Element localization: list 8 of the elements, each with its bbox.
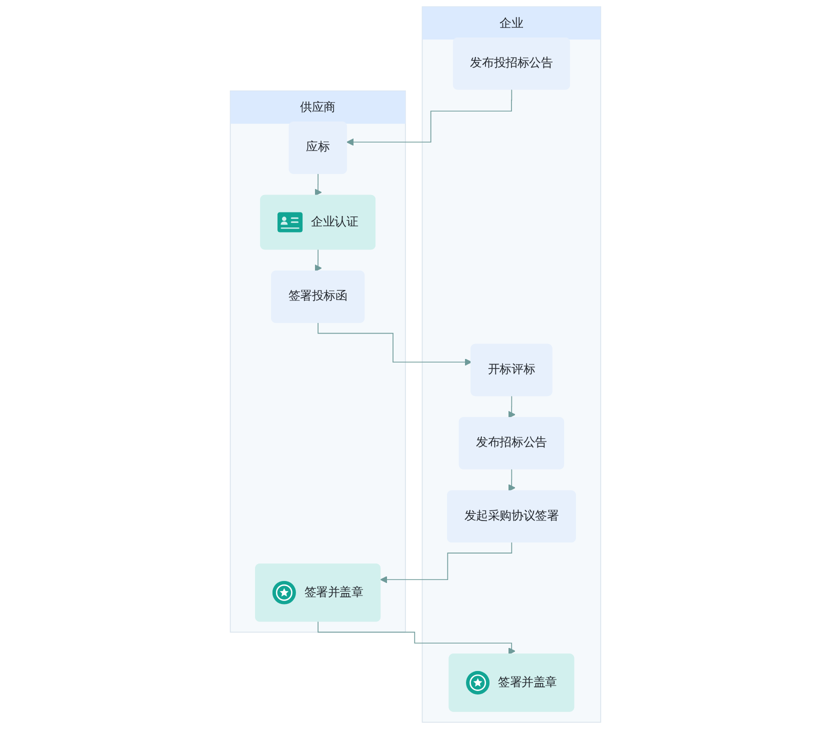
arrow (508, 468, 516, 492)
arrow (314, 249, 322, 272)
arrow (318, 322, 472, 366)
arrow (508, 396, 516, 418)
arrow (380, 542, 512, 584)
arrow (346, 89, 512, 146)
arrow (318, 621, 516, 655)
arrow (314, 173, 322, 196)
